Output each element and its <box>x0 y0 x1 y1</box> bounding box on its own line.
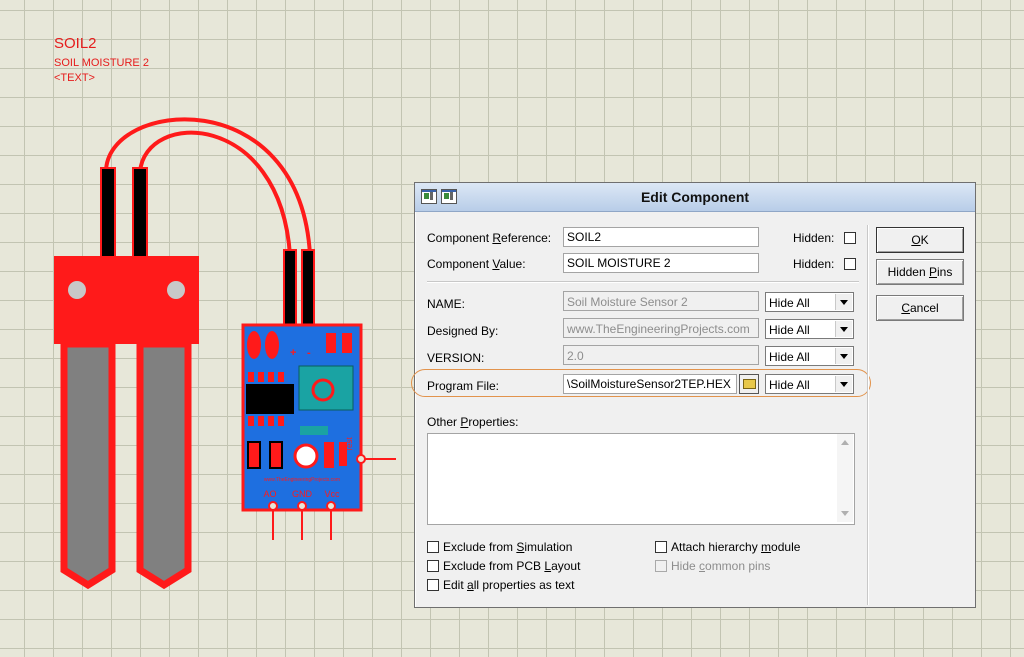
scroll-up-icon <box>841 440 849 445</box>
dialog-title: Edit Component <box>640 189 750 205</box>
resistor-bottom-3 <box>324 442 334 468</box>
chevron-down-icon <box>835 294 852 310</box>
exclude-simulation-checkbox[interactable] <box>427 541 439 553</box>
name-property-field[interactable]: Soil Moisture Sensor 2 <box>563 291 759 311</box>
exclude-pcb-layout-checkbox[interactable] <box>427 560 439 572</box>
window-icon[interactable] <box>421 189 437 204</box>
other-properties-textarea[interactable] <box>427 433 855 525</box>
edit-all-as-text-label[interactable]: Edit all properties as text <box>443 578 575 592</box>
pin-ao-label: AO <box>263 489 276 499</box>
cancel-button[interactable]: Cancel <box>876 295 964 321</box>
exclude-pcb-layout-label[interactable]: Exclude from PCB Layout <box>443 559 581 573</box>
value-hidden-label: Hidden: <box>793 257 835 271</box>
component-value-label: SOIL MOISTURE 2 <box>54 57 149 69</box>
ic-chip <box>246 384 294 414</box>
window-icon-2[interactable] <box>441 189 457 204</box>
browse-folder-button[interactable] <box>739 374 759 394</box>
edit-component-dialog: Edit Component Component Reference: Hidd… <box>411 182 976 608</box>
value-hidden-checkbox[interactable] <box>844 258 856 270</box>
probe-pin-1 <box>100 167 116 259</box>
other-properties-label: Other Properties: <box>427 415 519 429</box>
resistor-bottom-1 <box>247 441 261 469</box>
component-ref-label: SOIL2 <box>54 35 97 52</box>
scroll-down-icon <box>841 511 849 516</box>
folder-icon <box>743 379 756 389</box>
hide-common-pins-label: Hide common pins <box>671 559 771 573</box>
probe-prong-right <box>136 340 192 590</box>
designed-by-label: Designed By: <box>427 324 499 338</box>
hide-common-pins-checkbox <box>655 560 667 572</box>
resistor-top-1 <box>326 333 336 353</box>
capacitor-2 <box>265 331 279 359</box>
component-reference-input[interactable] <box>563 227 759 247</box>
resistor-bottom-2 <box>269 441 283 469</box>
probe-prong-left <box>60 340 116 590</box>
version-label: VERSION: <box>427 351 485 365</box>
pin-vcc-label: Vcc <box>324 489 340 499</box>
hidden-pins-button[interactable]: Hidden Pins <box>876 259 964 285</box>
reference-hidden-checkbox[interactable] <box>844 232 856 244</box>
pin-plus-label: + <box>290 347 296 359</box>
resistor-top-2 <box>342 333 352 353</box>
program-file-visibility-select[interactable]: Hide All <box>765 374 854 394</box>
led <box>293 443 319 469</box>
exclude-simulation-label[interactable]: Exclude from Simulation <box>443 540 573 554</box>
version-field[interactable]: 2.0 <box>563 345 759 365</box>
resistor-bottom-4 <box>339 442 347 466</box>
name-visibility-select[interactable]: Hide All <box>765 292 854 312</box>
pin-minus-label: - <box>307 347 311 359</box>
probe-hole-right <box>167 281 185 299</box>
program-file-label: Program File: <box>427 379 500 393</box>
reference-hidden-label: Hidden: <box>793 231 835 245</box>
edit-all-as-text-checkbox[interactable] <box>427 579 439 591</box>
name-property-label: NAME: <box>427 297 466 311</box>
probe-pin-2 <box>132 167 148 259</box>
component-reference-label: Component Reference: <box>427 231 552 245</box>
chevron-down-icon <box>835 348 852 364</box>
chevron-down-icon <box>835 321 852 337</box>
attach-hierarchy-checkbox[interactable] <box>655 541 667 553</box>
dialog-titlebar[interactable]: Edit Component <box>415 183 975 212</box>
led-strip <box>300 426 328 435</box>
wire-left <box>104 117 312 256</box>
separator <box>427 281 859 283</box>
test-pin-label: Test <box>345 437 354 452</box>
component-text-label: <TEXT> <box>54 72 95 84</box>
designed-by-field[interactable]: www.TheEngineeringProjects.com <box>563 318 759 338</box>
version-visibility-select[interactable]: Hide All <box>765 346 854 366</box>
probe-hole-left <box>68 281 86 299</box>
chevron-down-icon <box>835 376 852 392</box>
vertical-separator <box>867 225 869 605</box>
component-value-input[interactable] <box>563 253 759 273</box>
pin-gnd-label: GND <box>292 489 313 499</box>
component-value-label: Component Value: <box>427 257 526 271</box>
capacitor-1 <box>247 331 261 359</box>
probe-head <box>54 256 199 344</box>
board-credit: www.TheEngineeringProjects.com <box>264 477 340 483</box>
program-file-input[interactable] <box>563 374 737 394</box>
wire-right <box>138 130 292 256</box>
attach-hierarchy-label[interactable]: Attach hierarchy module <box>671 540 801 554</box>
other-properties-scrollbar[interactable] <box>837 434 853 522</box>
designed-by-visibility-select[interactable]: Hide All <box>765 319 854 339</box>
ok-button[interactable]: OK <box>876 227 964 253</box>
